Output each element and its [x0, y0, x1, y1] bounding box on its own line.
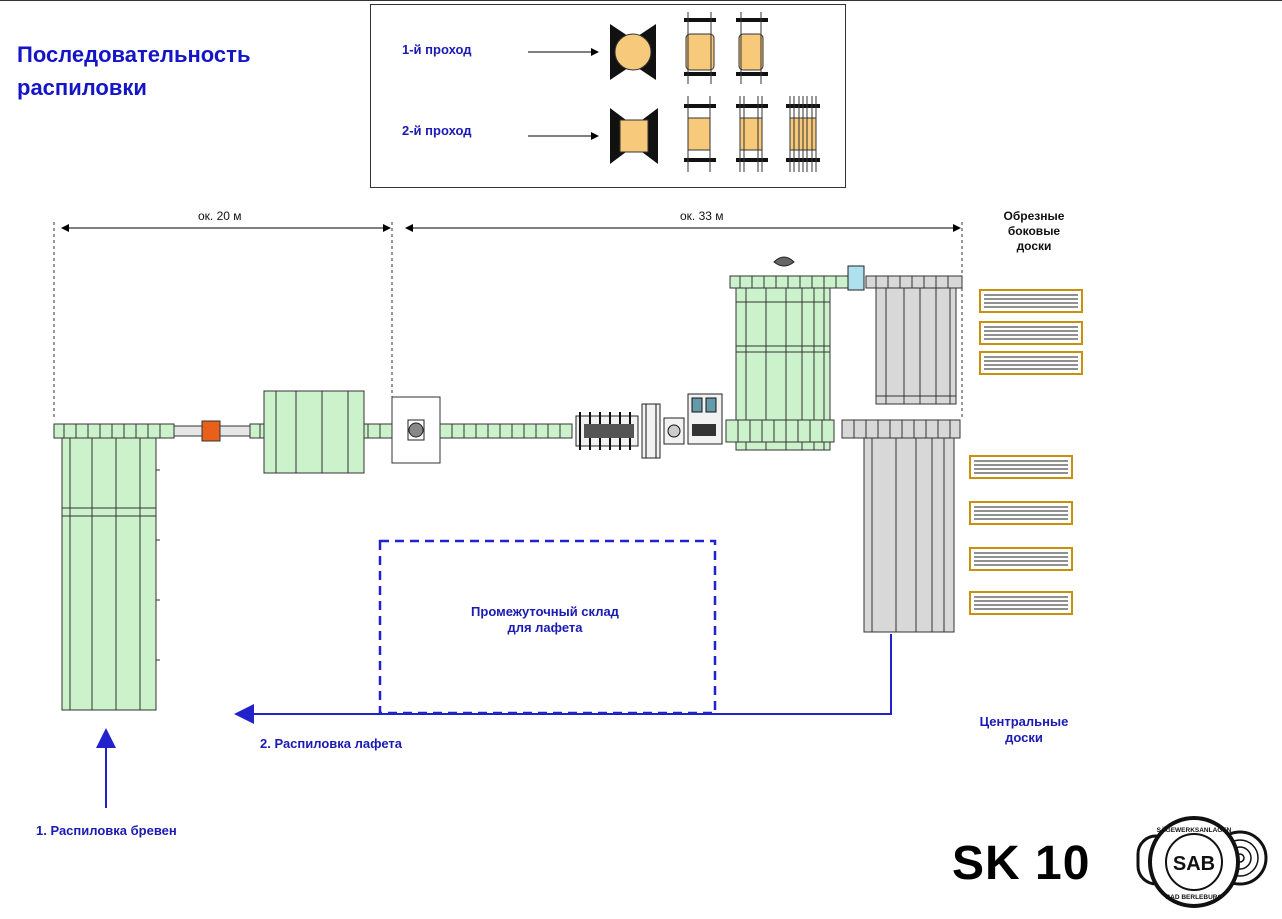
intermediate-storage-area [378, 539, 717, 715]
legend-pass-2-label: 2-й проход [402, 123, 472, 138]
intermediate-storage-label: Промежуточный склад для лафета [430, 604, 660, 636]
metal-detector [201, 420, 221, 442]
dimension-label-33m: ок. 33 м [680, 209, 724, 223]
central-board-sorting-deck [841, 419, 961, 633]
edged-side-boards-line-2: боковые [1007, 224, 1061, 238]
central-boards-label: Центральные доски [965, 714, 1083, 746]
sawing-pattern-legend [370, 4, 846, 188]
dimension-lines [53, 222, 963, 420]
logo-text: SAB [1173, 853, 1215, 875]
sab-logo: SAB SÄGEWERKSANLAGEN BAD BERLEBURG [1136, 816, 1268, 908]
page-title-line-1: Последовательность [17, 42, 251, 67]
step-2-label: 2. Распиловка лафета [260, 736, 402, 751]
board-stack [979, 289, 1083, 313]
board-stack [969, 501, 1073, 525]
log-turner [391, 396, 441, 464]
logo-ring-bottom-text: BAD BERLEBURG [1165, 894, 1222, 901]
intermediate-storage-line-1: Промежуточный склад [471, 604, 619, 619]
board-stack [979, 351, 1083, 375]
edger-unit [847, 265, 865, 291]
board-transfer-deck [725, 275, 849, 451]
model-name: SK 10 [952, 837, 1091, 890]
edged-side-boards-line-1: Обрезные [1003, 209, 1065, 223]
board-stack [969, 547, 1073, 571]
board-stack [979, 321, 1083, 345]
sawline-infeed-conveyor [439, 423, 573, 439]
board-stack [969, 591, 1073, 615]
cant-return-flow-arrow [234, 634, 892, 724]
chipper-canter-line [575, 393, 723, 459]
step-1-label: 1. Распиловка бревен [36, 823, 177, 838]
edged-side-boards-line-3: доски [1016, 239, 1052, 253]
central-board-stacks [969, 455, 1073, 615]
side-board-sorting-deck [865, 275, 963, 405]
legend-pass-2-graphics [528, 96, 820, 172]
legend-pass-1-label: 1-й проход [402, 42, 472, 57]
edged-side-boards-label: Обрезные боковые доски [990, 209, 1078, 254]
log-buffer-deck [263, 390, 365, 474]
intermediate-storage-line-2: для лафета [507, 620, 583, 635]
page-title-line-2: распиловки [17, 75, 147, 100]
side-board-stacks [979, 289, 1083, 375]
logo-ring-top-text: SÄGEWERKSANLAGEN [1157, 826, 1232, 834]
board-stack [969, 455, 1073, 479]
dimension-label-20m: ок. 20 м [198, 209, 242, 223]
log-infeed-deck [61, 435, 160, 711]
operator-cabin-icon [773, 256, 795, 267]
central-boards-line-2: доски [1005, 730, 1043, 745]
central-boards-line-1: Центральные [979, 714, 1069, 729]
page-title: Последовательность распиловки [17, 38, 250, 104]
legend-pass-1-graphics [528, 12, 768, 84]
